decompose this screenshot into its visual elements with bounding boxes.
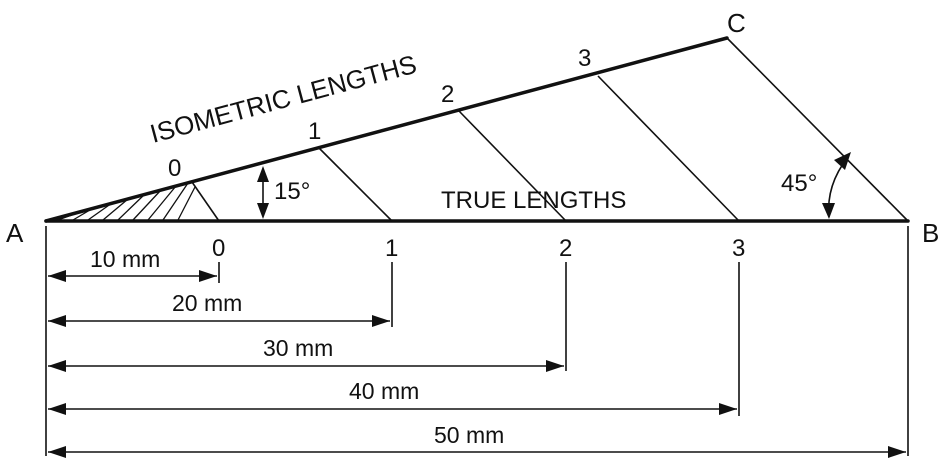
isometric-mark-3: 3 [578, 45, 591, 72]
true-lengths-heading: TRUE LENGTHS [441, 187, 626, 214]
angle-indicator-45 [822, 152, 851, 219]
extension-lines [45, 226, 909, 456]
point-label-a: A [6, 218, 24, 248]
dimension-40mm [48, 403, 737, 415]
dimension-label-30mm: 30 mm [263, 335, 333, 361]
isometric-lengths-heading: ISOMETRIC LENGTHS [147, 49, 420, 149]
isometric-mark-0: 0 [168, 155, 181, 182]
angle-indicator-15 [257, 166, 269, 219]
dimension-10mm [48, 270, 217, 282]
projector-lines [191, 75, 740, 222]
true-mark-3: 3 [732, 235, 745, 262]
true-mark-2: 2 [559, 235, 572, 262]
true-mark-0: 0 [212, 235, 225, 262]
point-label-b: B [922, 218, 939, 248]
angle-label-45: 45° [781, 170, 817, 197]
true-mark-1: 1 [385, 235, 398, 262]
dimension-label-20mm: 20 mm [172, 290, 242, 316]
isometric-length-line-ac [44, 36, 729, 223]
dimension-label-40mm: 40 mm [349, 378, 419, 404]
dimension-50mm [48, 446, 906, 458]
isometric-mark-2: 2 [441, 81, 454, 108]
hatched-region [57, 182, 196, 221]
isometric-mark-1: 1 [308, 118, 321, 145]
projector-line-cb [726, 37, 909, 222]
point-label-c: C [727, 8, 746, 38]
dimension-20mm [48, 315, 390, 327]
angle-label-15: 15° [274, 178, 310, 205]
dimension-30mm [48, 360, 564, 372]
dimension-label-50mm: 50 mm [434, 422, 504, 448]
dimension-label-10mm: 10 mm [90, 246, 160, 272]
